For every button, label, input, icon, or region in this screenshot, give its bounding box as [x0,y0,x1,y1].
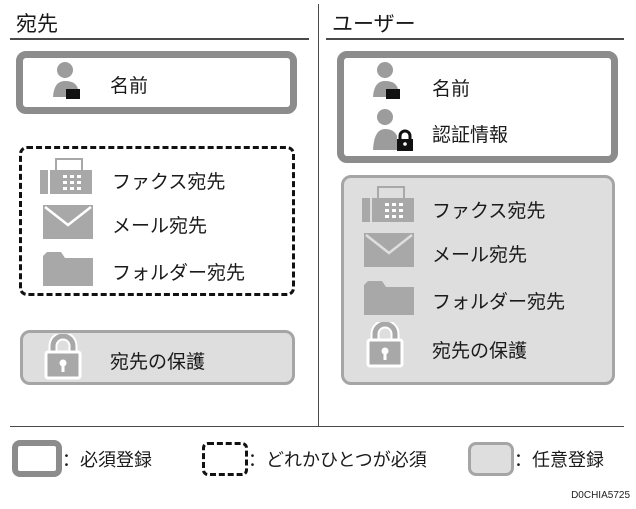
column-divider [318,4,319,426]
person-icon [53,62,80,99]
person-lock-icon [373,109,413,151]
legend-required-label: ：必須登録 [62,450,152,471]
legend-optional-swatch [468,442,514,476]
left-protect-label: 宛先の保護 [110,351,206,373]
legend-one-of-swatch [202,442,248,476]
right-fax-label: ファクス宛先 [432,200,546,222]
legend-required-swatch [12,440,62,477]
right-protect-label: 宛先の保護 [432,340,528,362]
left-column-title: 宛先 [16,12,58,36]
fax-icon [362,186,414,222]
folder-icon [43,252,93,286]
left-folder-label: フォルダー宛先 [112,262,246,284]
right-mail-label: メール宛先 [432,244,528,266]
lock-icon [366,322,404,368]
envelope-icon [43,205,93,239]
right-column-title: ユーザー [332,12,416,36]
folder-icon [364,281,414,315]
right-auth-label: 認証情報 [432,124,509,146]
legend-optional-label: ：任意登録 [514,450,604,471]
fax-icon [40,158,92,194]
bottom-rule [10,426,624,427]
envelope-icon [364,233,414,267]
left-mail-label: メール宛先 [112,215,208,237]
lock-icon [44,334,82,380]
legend-one-of-label: ：どれかひとつが必須 [248,450,427,471]
left-fax-label: ファクス宛先 [112,171,226,193]
left-name-label: 名前 [110,75,149,97]
figure-code: D0CHIA5725 [571,490,630,501]
header-rule-left [10,38,309,40]
header-rule-right [326,38,624,40]
person-icon [373,62,400,99]
right-folder-label: フォルダー宛先 [432,291,566,313]
right-name-label: 名前 [432,78,471,100]
